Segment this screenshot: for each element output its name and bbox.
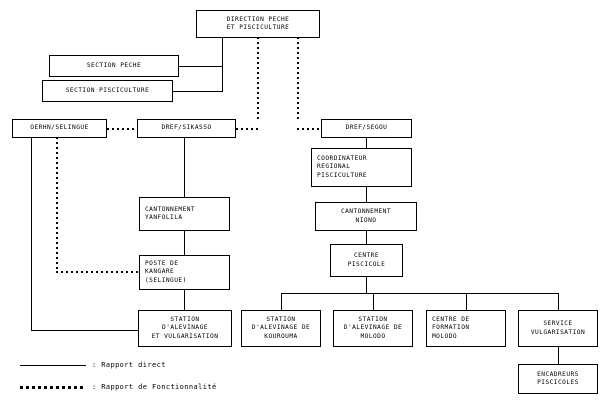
node-line: CANTONNEMENT: [145, 205, 196, 213]
connector-service-to-encadreurs: [558, 347, 559, 364]
node-line: D'ALEVINAGE: [162, 324, 208, 332]
legend-fonctionnalite-label: : Rapport de Fonctionnalité: [92, 383, 217, 391]
node-station-alevinage-molodo[interactable]: STATION D'ALEVINAGE DE MOLODO: [333, 310, 413, 347]
node-line: DREF/SIKASSO: [161, 124, 212, 132]
node-centre-de-formation-molodo[interactable]: CENTRE DE FORMATION MOLODO: [426, 310, 506, 347]
node-line: CENTRE: [353, 252, 380, 260]
connector-centre-to-bus: [366, 277, 367, 293]
node-line: (SELINGUE): [145, 276, 187, 284]
node-line: ET PISCICULTURE: [226, 24, 290, 31]
node-cantonnement-yanfolila[interactable]: CANTONNEMENT YANFOLILA: [139, 197, 230, 231]
node-dref-segou[interactable]: DREF/SEGOU: [321, 119, 412, 138]
node-line: SECTION PECHE: [86, 61, 142, 69]
node-dref-sikasso[interactable]: DREF/SIKASSO: [137, 119, 236, 138]
connector-oerhn-solid-vertical: [31, 137, 32, 330]
node-direction-peche-et-pisciculture[interactable]: DIRECTION PECHE ET PISCICULTURE: [196, 10, 320, 38]
connector-segou-to-coordinateur: [366, 137, 367, 148]
connector-bus-drop-formation: [466, 293, 467, 310]
node-line: MOLODO: [360, 332, 386, 340]
connector-sections-bus-vertical: [222, 66, 223, 91]
node-encadreurs-piscicoles[interactable]: ENCADREURS PISCICOLES: [518, 364, 598, 394]
node-line: FORMATION: [432, 324, 470, 332]
node-oerhn-selingue[interactable]: OERHN/SELINGUE: [12, 119, 107, 138]
legend-dotted-line-sample: [20, 385, 86, 389]
dotted-direction-to-segou-vertical: [297, 37, 299, 121]
node-coordinateur-regional-pisciculture[interactable]: COORDINATEUR REGIONAL PISCICULTURE: [311, 148, 412, 187]
node-line: KANGARE: [145, 268, 175, 276]
node-station-alevinage-kourouma[interactable]: STATION D'ALEVINAGE DE KOUROUMA: [241, 310, 321, 347]
legend-row-fonctionnalite: : Rapport de Fonctionnalité: [20, 383, 217, 391]
node-station-alevinage-et-vulgarisation[interactable]: STATION D'ALEVINAGE ET VULGARISATION: [138, 310, 232, 347]
node-line: PISCICULTURE: [317, 171, 368, 179]
node-cantonnement-niono[interactable]: CANTONNEMENT NIONO: [315, 202, 417, 231]
node-service-vulgarisation[interactable]: SERVICE VULGARISATION: [518, 310, 598, 347]
node-section-pisciculture[interactable]: SECTION PISCICULTURE: [42, 80, 173, 102]
node-line: DIRECTION PECHE: [226, 15, 290, 23]
node-line: MOLODO: [432, 332, 458, 340]
dotted-oerhn-to-sikasso: [107, 128, 137, 130]
node-line: CENTRE DE: [432, 316, 470, 324]
node-line: ENCADREURS: [537, 370, 579, 378]
dotted-oerhn-to-poste-vertical: [56, 137, 58, 272]
dotted-direction-to-segou-horizontal: [297, 128, 321, 130]
connector-coordinateur-to-cantonnement: [366, 186, 367, 202]
connector-bus-drop-kourouma: [281, 293, 282, 310]
node-line: ET VULGARISATION: [151, 332, 219, 340]
node-line: OERHN/SELINGUE: [30, 124, 89, 132]
node-line: PISCICOLE: [347, 260, 386, 268]
node-line: DREF/SEGOU: [345, 124, 388, 132]
node-line: SECTION PISCICULTURE: [65, 86, 150, 94]
dotted-direction-to-sikasso-horizontal: [236, 128, 258, 130]
connector-oerhn-solid-horizontal: [31, 330, 138, 331]
node-line: CANTONNEMENT: [340, 208, 392, 216]
legend-solid-line-sample: [20, 364, 86, 366]
node-line: D'ALEVINAGE DE: [251, 324, 311, 332]
connector-poste-to-station: [184, 290, 185, 310]
node-poste-de-kangare[interactable]: POSTE DE KANGARE (SELINGUE): [139, 255, 230, 290]
node-line: D'ALEVINAGE DE: [343, 324, 403, 332]
dotted-direction-to-sikasso-vertical: [257, 37, 259, 121]
node-line: KOUROUMA: [264, 332, 298, 340]
node-line: STATION: [266, 316, 296, 324]
node-centre-piscicole[interactable]: CENTRE PISCICOLE: [330, 244, 403, 277]
node-line: POSTE DE: [145, 260, 179, 268]
node-line: NIONO: [355, 216, 377, 224]
connector-centre-distribution-bus: [281, 293, 559, 294]
connector-cantonnement-niono-to-centre: [366, 231, 367, 244]
node-line: YANFOLILA: [145, 214, 183, 221]
connector-sikasso-to-cantonnement: [184, 137, 185, 197]
connector-bus-drop-molodo: [373, 293, 374, 310]
node-line: STATION: [170, 316, 200, 324]
node-line: PISCICOLES: [537, 379, 579, 386]
node-line: SERVICE: [543, 320, 573, 328]
node-line: REGIONAL: [317, 163, 351, 171]
connector-direction-to-sections-vertical: [222, 37, 223, 81]
connector-bus-drop-service: [558, 293, 559, 310]
legend-row-direct: : Rapport direct: [20, 361, 166, 369]
connector-section-pisciculture-horizontal: [172, 91, 223, 92]
node-line: VULGARISATION: [530, 328, 586, 336]
dotted-oerhn-to-poste-horizontal: [56, 271, 138, 273]
node-line: COORDINATEUR: [317, 155, 368, 163]
node-line: STATION: [358, 316, 388, 324]
connector-section-peche-horizontal: [178, 66, 223, 67]
legend-direct-label: : Rapport direct: [92, 361, 166, 369]
connector-cantonnement-to-poste: [184, 231, 185, 255]
node-section-peche[interactable]: SECTION PECHE: [49, 55, 179, 77]
